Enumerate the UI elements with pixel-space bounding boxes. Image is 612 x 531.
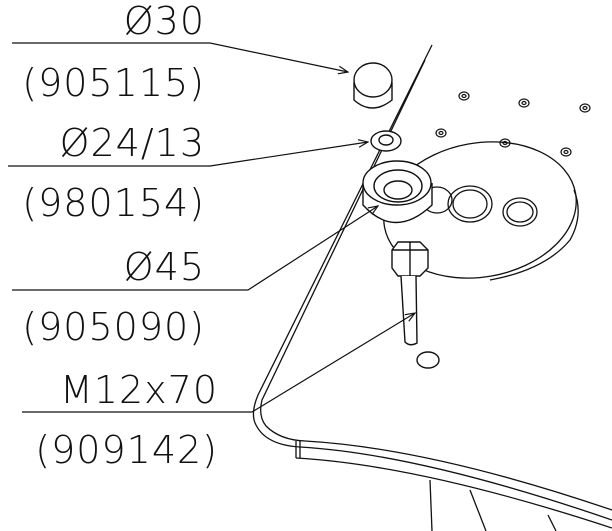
round-plate	[383, 141, 579, 281]
leader-cap	[12, 42, 348, 72]
callout-partno-2: (980154)	[22, 181, 205, 225]
spacer-ring-part	[362, 160, 433, 224]
callout-partno-4: (909142)	[35, 428, 218, 472]
callout-size-2: Ø24/13	[60, 121, 205, 165]
leader-spacer	[12, 206, 378, 291]
callout-size-4: M12x70	[60, 368, 218, 412]
plate-hole-small	[502, 197, 538, 227]
leader-washer	[8, 142, 368, 167]
callout-partno-1: (905115)	[22, 61, 205, 105]
frame-outline	[252, 44, 612, 531]
cap-part	[353, 62, 393, 109]
leader-bolt	[22, 313, 415, 413]
bolt-part	[391, 241, 440, 369]
bolt-hole	[416, 351, 440, 369]
leader-lines	[8, 42, 415, 413]
callout-size-1: Ø30	[124, 0, 205, 43]
callout-size-3: Ø45	[124, 245, 205, 289]
washer-part	[370, 130, 402, 152]
callout-labels: Ø30 (905115) Ø24/13 (980154) Ø45 (905090…	[22, 0, 218, 472]
callout-partno-3: (905090)	[22, 305, 205, 349]
plate-hole-large	[447, 185, 493, 223]
mounting-screws	[435, 91, 591, 157]
